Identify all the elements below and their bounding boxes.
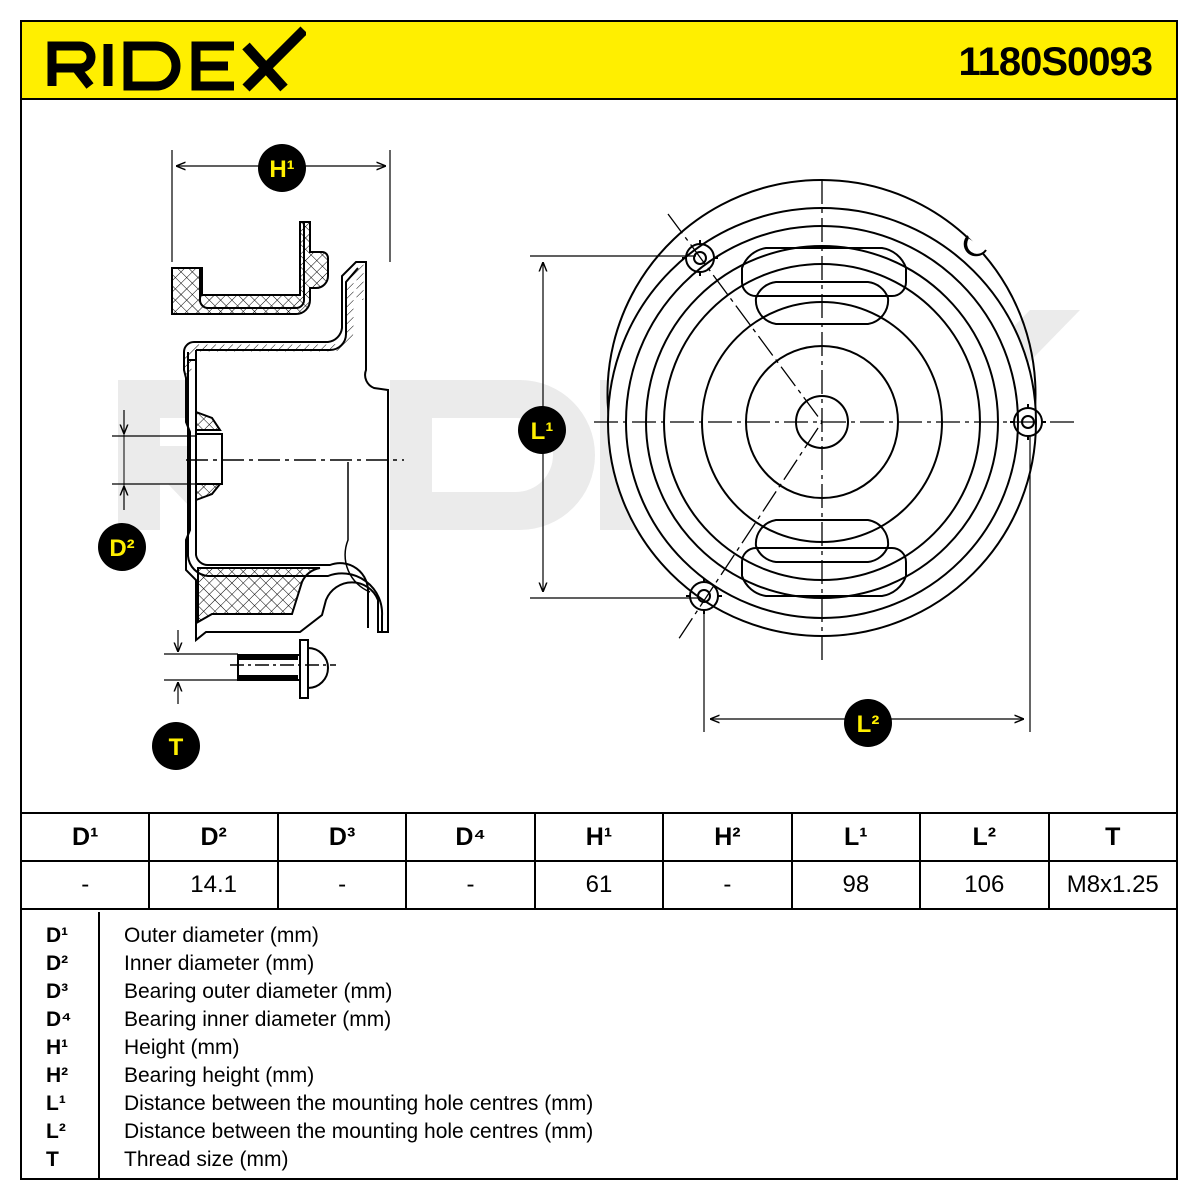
legend-divider [98, 912, 100, 1180]
legend-symbol: T [46, 1148, 59, 1171]
legend-symbol: H² [46, 1064, 69, 1087]
spec-value-row: - 14.1 - - 61 - 98 106 M8x1.25 [19, 860, 1178, 910]
legend-symbol: D³ [46, 980, 69, 1003]
header-cell: D⁴ [405, 812, 536, 862]
legend-item: L² Distance between the mounting hole ce… [20, 1118, 1178, 1146]
legend-item: L¹ Distance between the mounting hole ce… [20, 1090, 1178, 1118]
legend-description: Thread size (mm) [124, 1148, 289, 1171]
header-cell: H¹ [533, 812, 665, 862]
legend-item: D² Inner diameter (mm) [20, 950, 1178, 978]
ridex-logo [47, 26, 306, 92]
dimension-lines-side [112, 150, 391, 704]
legend-description: Inner diameter (mm) [124, 952, 315, 975]
value-cell: 61 [533, 860, 665, 910]
badge-l2: L² [844, 699, 892, 747]
value-cell: - [276, 860, 408, 910]
value-cell: 14.1 [148, 860, 279, 910]
value-cell: - [405, 860, 536, 910]
technical-drawing: H¹ L¹ D² T L² [98, 144, 1080, 770]
legend-symbol: L² [46, 1120, 66, 1143]
top-plan-view [594, 179, 1078, 664]
header-cell: D³ [276, 812, 408, 862]
legend-description: Distance between the mounting hole centr… [124, 1092, 594, 1115]
legend-item: T Thread size (mm) [20, 1146, 1178, 1174]
badge-d2: D² [98, 523, 146, 571]
legend-symbol: H¹ [46, 1036, 69, 1059]
legend-description: Outer diameter (mm) [124, 924, 319, 947]
legend-item: D¹ Outer diameter (mm) [20, 922, 1178, 950]
header-cell: D¹ [19, 812, 151, 862]
value-cell: 106 [919, 860, 1050, 910]
legend-description: Bearing height (mm) [124, 1064, 315, 1087]
svg-text:D²: D² [109, 535, 134, 562]
header-cell: T [1047, 812, 1178, 862]
legend-symbol: L¹ [46, 1092, 66, 1115]
legend-item: D⁴ Bearing inner diameter (mm) [20, 1006, 1178, 1034]
header-cell: L¹ [790, 812, 922, 862]
legend-symbol: D² [46, 952, 69, 975]
spec-header-row: D¹ D² D³ D⁴ H¹ H² L¹ L² T [19, 812, 1178, 862]
side-section-view [171, 221, 404, 699]
svg-text:T: T [169, 734, 184, 761]
svg-text:L¹: L¹ [531, 418, 554, 445]
legend-description: Distance between the mounting hole centr… [124, 1120, 594, 1143]
spec-table: D¹ D² D³ D⁴ H¹ H² L¹ L² T - 14.1 - - 61 … [19, 812, 1178, 910]
legend-item: D³ Bearing outer diameter (mm) [20, 978, 1178, 1006]
legend-item: H² Bearing height (mm) [20, 1062, 1178, 1090]
value-cell: - [662, 860, 793, 910]
badge-h1: H¹ [258, 144, 306, 192]
badge-t: T [152, 722, 200, 770]
legend-description: Bearing inner diameter (mm) [124, 1008, 392, 1031]
legend-item: H¹ Height (mm) [20, 1034, 1178, 1062]
header-cell: D² [148, 812, 279, 862]
value-cell: M8x1.25 [1047, 860, 1178, 910]
header-cell: H² [662, 812, 793, 862]
svg-text:L²: L² [857, 711, 880, 738]
stud-hole-top [682, 240, 718, 276]
badge-l1: L¹ [518, 406, 566, 454]
svg-text:H¹: H¹ [269, 156, 294, 183]
value-cell: - [19, 860, 151, 910]
value-cell: 98 [790, 860, 922, 910]
header-bar: 1180S0093 [20, 20, 1178, 100]
legend-symbol: D⁴ [46, 1008, 72, 1031]
legend-description: Height (mm) [124, 1036, 240, 1059]
legend-description: Bearing outer diameter (mm) [124, 980, 393, 1003]
part-number: 1180S0093 [958, 40, 1153, 84]
legend: D¹ Outer diameter (mm) D² Inner diameter… [20, 912, 1178, 1180]
legend-symbol: D¹ [46, 924, 69, 947]
header-cell: L² [919, 812, 1050, 862]
